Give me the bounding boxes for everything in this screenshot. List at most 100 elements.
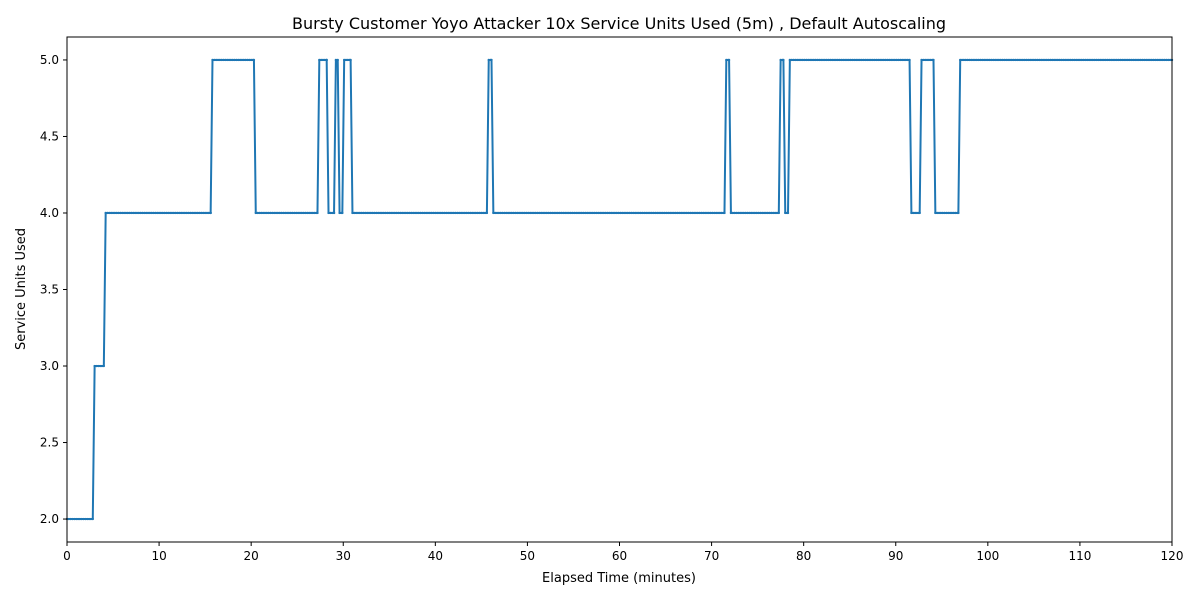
data-point [582,211,585,215]
data-point [469,211,472,215]
data-point [1065,58,1069,62]
data-point [749,211,753,215]
data-point [378,211,382,215]
data-point [860,58,863,62]
data-point [325,58,328,62]
data-point [950,211,954,215]
data-point [218,58,222,62]
data-point [678,211,681,215]
x-tick-label: 40 [428,549,443,563]
data-point [1014,58,1017,62]
data-point [364,211,367,215]
data-point [426,211,430,215]
data-point [667,211,670,215]
data-point [831,58,834,62]
data-point [421,211,424,215]
data-point [832,58,836,62]
data-point [836,58,839,62]
data-point [521,211,525,215]
data-point [476,211,479,215]
data-point [360,211,363,215]
data-point [211,58,214,62]
data-point [1034,58,1037,62]
data-point [1130,58,1133,62]
data-point [133,211,137,215]
data-point [827,58,830,62]
data-point [111,211,115,215]
data-point [602,211,606,215]
data-point [395,211,398,215]
data-point [645,211,648,215]
data-point [549,211,552,215]
data-point [298,211,302,215]
data-point [805,58,808,62]
data-point [167,211,170,215]
data-point [808,58,812,62]
data-point [947,211,950,215]
data-point [1084,58,1087,62]
data-point [810,58,814,62]
data-point [1027,58,1030,62]
data-point [825,58,828,62]
data-point [982,58,986,62]
data-point [617,211,620,215]
data-point [897,58,900,62]
data-point [729,211,733,215]
data-point [1056,58,1060,62]
data-point [689,211,692,215]
data-point [862,58,865,62]
data-point [637,211,641,215]
data-point [654,211,657,215]
data-point [685,211,688,215]
data-point [248,58,251,62]
data-point [1106,58,1109,62]
data-point [226,58,229,62]
data-point [990,58,993,62]
data-point [910,211,913,215]
data-point [377,211,380,215]
data-point [878,58,882,62]
data-point [788,58,792,62]
data-point [523,211,526,215]
data-point [334,58,338,62]
data-point [766,211,769,215]
data-point [490,58,493,62]
data-point [842,58,845,62]
data-point [1133,58,1137,62]
data-point [485,211,489,215]
data-point [657,211,661,215]
data-point [560,211,563,215]
data-point [945,211,948,215]
data-point [1126,58,1130,62]
data-point [1115,58,1118,62]
data-point [595,211,598,215]
data-point [621,211,624,215]
data-point [265,211,269,215]
data-point [463,211,466,215]
data-point [746,211,749,215]
data-point [1017,58,1021,62]
data-point [849,58,852,62]
data-point [137,211,141,215]
y-tick-label: 3.0 [40,359,59,373]
data-point [258,211,261,215]
data-point [156,211,159,215]
data-point [508,211,512,215]
data-point [551,211,554,215]
data-point [562,211,565,215]
data-point [465,211,468,215]
data-point [540,211,543,215]
data-point [143,211,146,215]
data-point [796,58,799,62]
data-point [1060,58,1063,62]
data-point [975,58,978,62]
data-point [106,211,109,215]
data-point [565,211,569,215]
data-point [375,211,378,215]
data-point [630,211,633,215]
data-point [1008,58,1012,62]
data-point [1159,58,1163,62]
data-point [702,211,705,215]
data-point [495,211,499,215]
data-point [1069,58,1072,62]
